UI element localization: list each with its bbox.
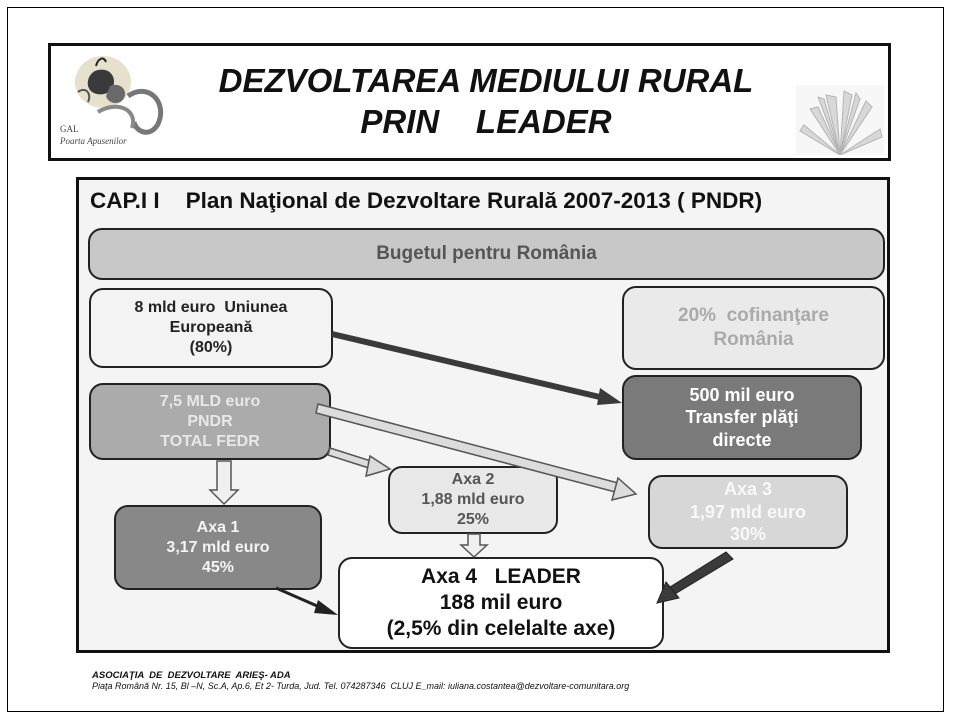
axa4-note: (2,5% din celelalte axe) <box>386 617 616 641</box>
section-title: CAP.I I Plan Naţional de Dezvoltare Rural… <box>90 188 762 214</box>
buget-box: Bugetul pentru România <box>88 228 885 280</box>
axa3-title: Axa 3 <box>723 479 773 500</box>
axa2-amount: 1,88 mld euro <box>421 491 525 508</box>
eu-line-2: Europeană <box>169 319 253 336</box>
axa1-amount: 3,17 mld euro <box>166 538 270 556</box>
footer: ASOCIAŢIA DE DEZVOLTARE ARIEŞ- ADA Piaţa… <box>92 670 629 691</box>
transfer-line-2: Transfer plăţi <box>685 407 799 428</box>
pndr-line-2: PNDR <box>187 412 233 430</box>
cofin-line-2: România <box>713 329 794 350</box>
cofinancing-box: 20% cofinanţare România <box>622 286 885 370</box>
direct-payments-box: 500 mil euro Transfer plăţi directe <box>622 375 862 460</box>
title-line-2: PRIN LEADER <box>360 103 612 140</box>
axa4-amount: 188 mil euro <box>439 590 563 614</box>
axa2-title: Axa 2 <box>451 471 495 488</box>
axa1-title: Axa 1 <box>196 518 240 536</box>
flower-image <box>796 85 884 155</box>
transfer-line-3: directe <box>712 429 772 450</box>
logo-text-name: Poarta Apusenilor <box>59 136 127 146</box>
eu-line-1: 8 mld euro Uniunea <box>134 299 288 316</box>
axa3-amount: 1,97 mld euro <box>689 501 807 522</box>
axa4-title: Axa 4 LEADER <box>421 564 581 588</box>
axa3-box: Axa 3 1,97 mld euro 30% <box>648 475 848 549</box>
pndr-line-1: 7,5 MLD euro <box>159 392 261 410</box>
gal-logo: GAL Poarta Apusenilor <box>59 56 164 146</box>
header-frame <box>48 43 891 161</box>
eu-funding-box: 8 mld euro Uniunea Europeană (80%) <box>89 288 333 368</box>
cofin-line-1: 20% cofinanţare <box>678 305 829 327</box>
axa1-percent: 45% <box>201 558 235 576</box>
eu-line-3: (80%) <box>189 339 233 356</box>
chapter-label: CAP.I I <box>90 188 160 213</box>
axa3-percent: 30% <box>729 524 767 545</box>
axa4-leader-box: Axa 4 LEADER 188 mil euro (2,5% din cele… <box>338 557 664 649</box>
axa1-box: Axa 1 3,17 mld euro 45% <box>114 505 322 590</box>
footer-address: Piaţa Română Nr. 15, Bl –N, Sc.A, Ap.6, … <box>92 681 630 691</box>
slide-border <box>7 7 944 712</box>
footer-organization: ASOCIAŢIA DE DEZVOLTARE ARIEŞ- ADA <box>92 670 291 681</box>
pndr-line-3: TOTAL FEDR <box>160 432 260 450</box>
transfer-line-1: 500 mil euro <box>689 384 795 405</box>
title-line-1: DEZVOLTAREA MEDIULUI RURAL <box>218 62 754 99</box>
pndr-total-box: 7,5 MLD euro PNDR TOTAL FEDR <box>89 383 331 460</box>
axa2-box: Axa 2 1,88 mld euro 25% <box>388 466 558 534</box>
buget-label: Bugetul pentru România <box>376 243 597 265</box>
section-title-text: Plan Naţional de Dezvoltare Rurală 2007-… <box>185 188 763 213</box>
logo-text-gal: GAL <box>60 124 79 134</box>
slide-title: DEZVOLTAREA MEDIULUI RURAL PRIN LEADER <box>196 60 776 142</box>
axa2-percent: 25% <box>456 511 490 528</box>
